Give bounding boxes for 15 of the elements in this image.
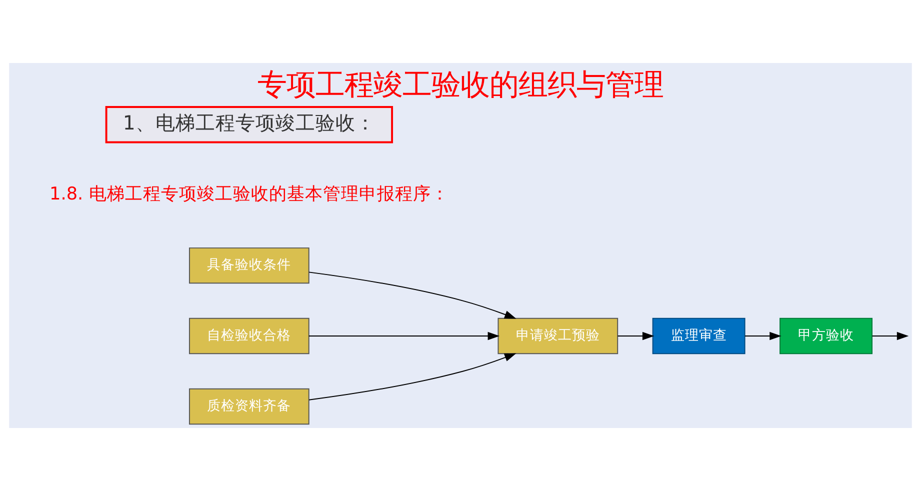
diagram-title: 专项工程竣工验收的组织与管理 [258, 67, 664, 102]
arrow [308, 332, 500, 340]
node-box: 申请竣工预验 [498, 318, 618, 354]
label: 1.8. 电梯工程专项竣工验收的基本管理申报程序： [50, 184, 449, 204]
node-box: 1、电梯工程专项竣工验收： [105, 106, 394, 144]
arrow [308, 353, 516, 400]
node-box: 监理审查 [652, 318, 746, 354]
arrow [617, 332, 654, 340]
node-box: 甲方验收 [780, 318, 872, 354]
node-box: 具备验收条件 [188, 247, 310, 284]
arrow [744, 332, 782, 340]
arrow [308, 272, 516, 319]
node-box: 质检资料齐备 [188, 388, 310, 425]
node-box: 自检验收合格 [188, 318, 310, 354]
arrow [872, 332, 909, 340]
